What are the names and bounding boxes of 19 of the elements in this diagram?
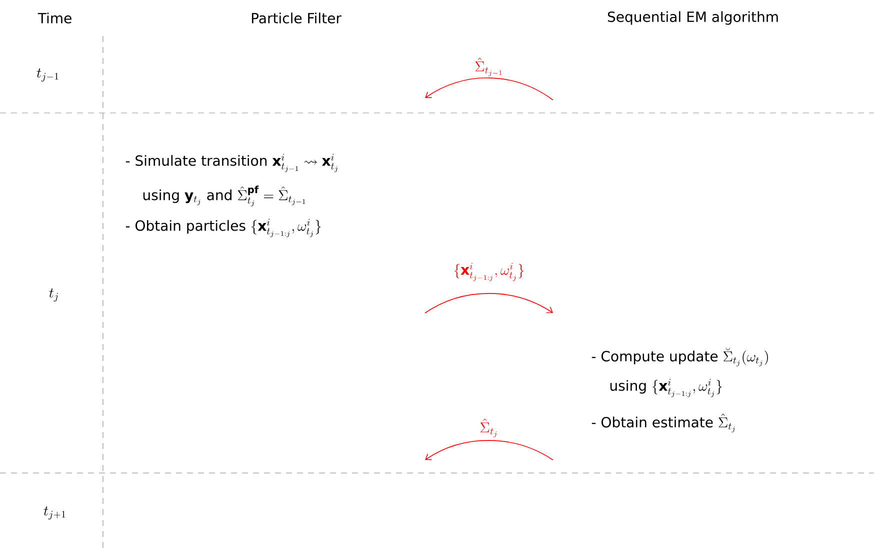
row-label: $t_j$ xyxy=(49,288,58,302)
arrow-label: $\hat{\Sigma}_{t_{j-1}}$ xyxy=(475,58,502,76)
label: and xyxy=(207,189,232,200)
step-text: - Obtain particles $\{\mathbf{x}^i_{t_{j-1:j}}, \omega^i_{t_j}\}$ xyxy=(126,218,321,238)
arrow-label: $\hat{\Sigma}_{t_j}$ xyxy=(480,418,497,438)
row-label: $t_{j-1}$ xyxy=(36,68,58,82)
step-text: using $\{\mathbf{x}^i_{t_{j-1:j}}, \omega^i_{t_j}\}$ xyxy=(610,378,722,398)
label: using xyxy=(143,189,179,203)
step-text: - Obtain estimate $\hat{\Sigma}_{t_j}$ xyxy=(592,414,735,432)
column-header: Sequential EM algorithm xyxy=(608,11,778,25)
step-text: using $\mathbf{y}_{t_j}$ and $\hat{\Sigma}^{\textbf{pf}}_{t_j} = \hat{\Sigma}_{t_{j-1}}$ xyxy=(143,186,306,206)
column-header: Time xyxy=(38,12,72,24)
arrow-label: $\{\mathbf{x}^i_{t_{j-1:j}}, \omega^i_{t_j}\}$ xyxy=(454,262,524,282)
label: $\hat{\Sigma}^{\textbf{pf}}_{t_j} = \hat{\Sigma}_{t_{j-1}}$ xyxy=(238,186,306,206)
label: $\mathbf{y}_{t_j}$ xyxy=(184,192,200,206)
step-text: - Simulate transition $\mathbf{x}^i_{t_{j-1}} \rightsquigarrow \mathbf{x}^i_{t_j}$ xyxy=(126,154,338,172)
row-label: $t_{j+1}$ xyxy=(44,506,66,520)
column-header: Particle Filter xyxy=(252,12,342,24)
step-text: - Compute update $\breve{\Sigma}_{t_j}(\omega_{t_j})$ xyxy=(592,348,768,366)
